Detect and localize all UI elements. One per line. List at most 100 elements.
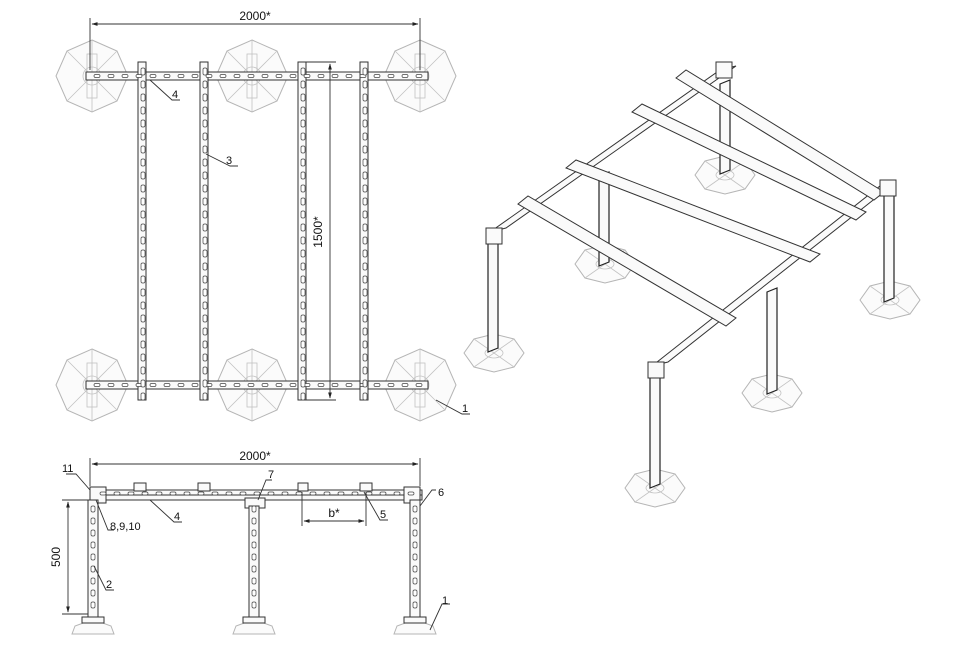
side-view: 2000* 500 b* 11 7 6 8,9,10 4 5 2 1 — [49, 449, 450, 635]
perforation-hole — [300, 80, 306, 89]
perforation-hole — [407, 491, 415, 496]
dimension-width-top: 2000* — [239, 9, 271, 23]
perforation-hole — [197, 491, 205, 496]
perforation-hole — [202, 158, 208, 167]
perforation-hole — [140, 80, 146, 89]
perforation-hole — [401, 74, 409, 78]
perforation-hole — [140, 93, 146, 102]
callout-side-2: 2 — [106, 579, 112, 591]
perforation-hole — [251, 577, 257, 585]
perforation-hole — [163, 74, 171, 78]
perforation-hole — [379, 491, 387, 496]
perforation-hole — [140, 340, 146, 349]
perforation-hole — [113, 491, 121, 496]
perforation-hole — [191, 74, 199, 78]
perforation-hole — [300, 262, 306, 271]
perforation-hole — [331, 74, 339, 78]
perforation-hole — [387, 74, 395, 78]
perforation-hole — [412, 601, 418, 609]
perforation-hole — [300, 132, 306, 141]
perforation-hole — [362, 67, 368, 76]
perforation-hole — [362, 392, 368, 401]
perforation-hole — [140, 184, 146, 193]
perforation-hole — [412, 505, 418, 513]
perforation-hole — [219, 74, 227, 78]
perforation-hole — [300, 184, 306, 193]
perforation-hole — [300, 379, 306, 388]
perforation-hole — [317, 383, 325, 387]
perforation-hole — [202, 171, 208, 180]
perforation-hole — [140, 106, 146, 115]
perforation-hole — [300, 366, 306, 375]
perforation-hole — [300, 158, 306, 167]
perforation-hole — [365, 491, 373, 496]
perforation-hole — [99, 491, 107, 496]
perforation-hole — [191, 383, 199, 387]
perforation-hole — [362, 132, 368, 141]
perforation-hole — [140, 262, 146, 271]
perforation-hole — [107, 383, 115, 387]
perforation-hole — [300, 171, 306, 180]
perforation-hole — [300, 275, 306, 284]
perforation-hole — [362, 249, 368, 258]
perforation-hole — [362, 366, 368, 375]
perforation-hole — [140, 353, 146, 362]
perforation-hole — [251, 541, 257, 549]
perforation-hole — [202, 275, 208, 284]
perforation-hole — [140, 236, 146, 245]
perforation-hole — [300, 288, 306, 297]
perforation-hole — [362, 171, 368, 180]
perforation-hole — [300, 314, 306, 323]
perforation-hole — [261, 74, 269, 78]
perforation-hole — [140, 197, 146, 206]
perforation-hole — [140, 158, 146, 167]
perforation-hole — [140, 327, 146, 336]
callout-side-6: 6 — [438, 487, 444, 499]
perforation-hole — [362, 353, 368, 362]
perforation-hole — [261, 383, 269, 387]
perforation-hole — [251, 589, 257, 597]
perforation-hole — [387, 383, 395, 387]
dimension-height: 500 — [49, 547, 63, 567]
callout-top-1: 1 — [462, 403, 468, 415]
perforation-hole — [251, 517, 257, 525]
perforation-hole — [225, 491, 233, 496]
perforation-hole — [300, 67, 306, 76]
perforation-hole — [362, 145, 368, 154]
perforation-hole — [337, 491, 345, 496]
perforation-hole — [155, 491, 163, 496]
perforation-hole — [202, 93, 208, 102]
callout-top-3: 3 — [226, 155, 232, 167]
perforation-hole — [415, 74, 423, 78]
perforation-hole — [127, 491, 135, 496]
perforation-hole — [90, 553, 96, 561]
perforation-hole — [309, 491, 317, 496]
perforation-hole — [149, 74, 157, 78]
perforation-hole — [251, 553, 257, 561]
perforation-hole — [412, 529, 418, 537]
perforation-hole — [300, 236, 306, 245]
perforation-hole — [251, 529, 257, 537]
perforation-hole — [267, 491, 275, 496]
perforation-hole — [140, 132, 146, 141]
perforation-hole — [351, 491, 359, 496]
perforation-hole — [415, 383, 423, 387]
callout-side-1: 1 — [442, 595, 448, 607]
perforation-hole — [140, 67, 146, 76]
perforation-hole — [331, 383, 339, 387]
perforation-hole — [140, 366, 146, 375]
perforation-hole — [362, 262, 368, 271]
perforation-hole — [300, 106, 306, 115]
perforation-hole — [300, 249, 306, 258]
perforation-hole — [412, 541, 418, 549]
perforation-hole — [362, 197, 368, 206]
perforation-hole — [140, 275, 146, 284]
perforation-hole — [401, 383, 409, 387]
perforation-hole — [300, 93, 306, 102]
perforation-hole — [253, 491, 261, 496]
callout-top-4: 4 — [172, 89, 178, 101]
perforation-hole — [202, 314, 208, 323]
perforation-hole — [135, 74, 143, 78]
perforation-hole — [251, 565, 257, 573]
perforation-hole — [362, 158, 368, 167]
